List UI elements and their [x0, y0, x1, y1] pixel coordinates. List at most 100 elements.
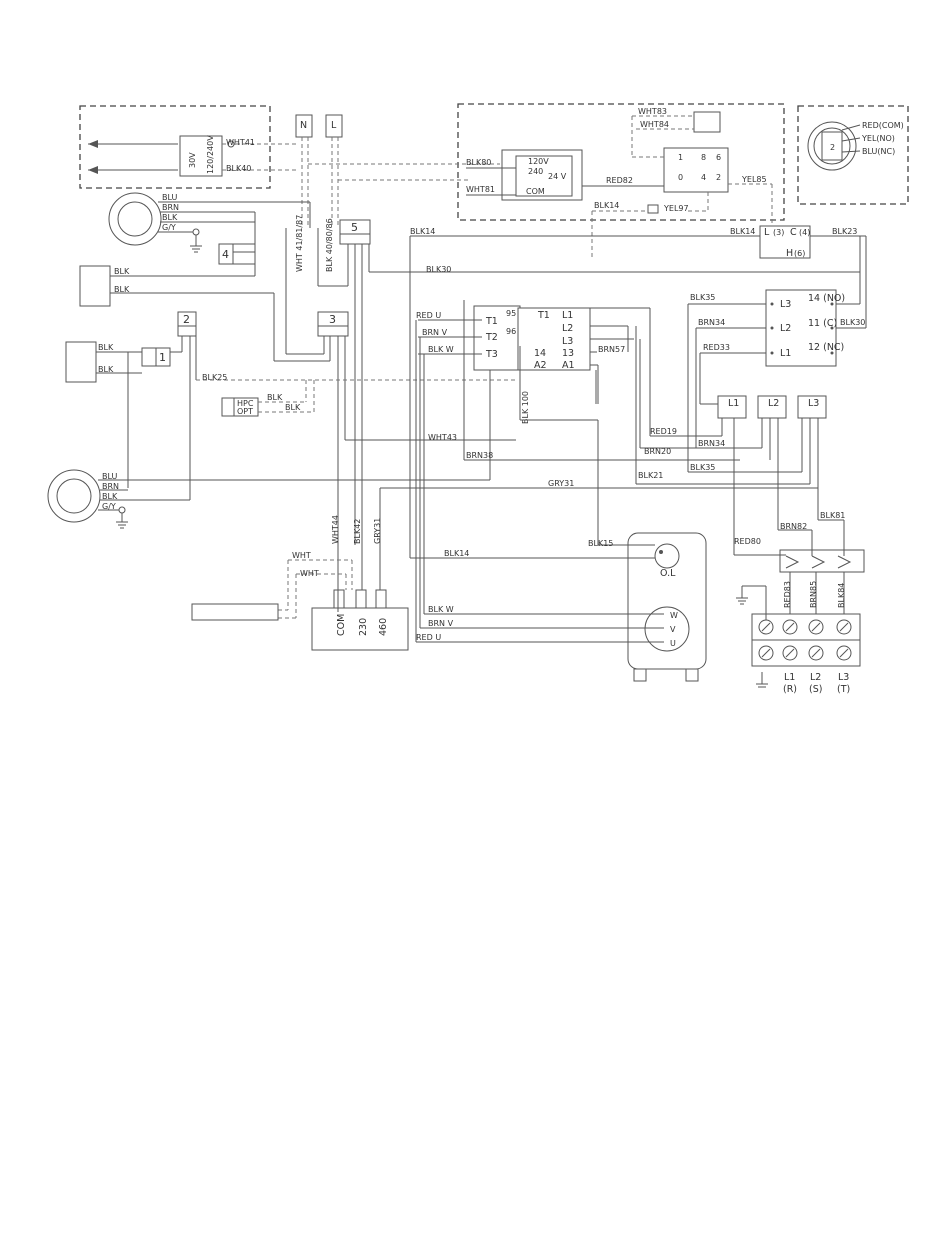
relay-board: 1 8 6 0 4 2 WHT83 WHT84 RED82 YEL85 BLK1… [582, 107, 773, 260]
terminal-l3: L3 [838, 672, 849, 683]
small-relay-c: C [790, 227, 797, 238]
label-120v: 120V [528, 157, 549, 166]
wire-label: BLK [267, 393, 283, 402]
wire-label: G/Y [102, 502, 116, 511]
power-terminals: N L WHT 41/81/87 BLK 40/80/86 [295, 114, 500, 272]
opt-label: OPT [237, 407, 253, 416]
plug-2: 2 BLK25 [127, 311, 518, 500]
wire-label: WHT [300, 569, 319, 578]
wire-label: BLK25 [202, 373, 227, 382]
plug-3-label: 3 [329, 313, 336, 326]
wire-label: BLK [285, 403, 301, 412]
wire-label: BRN V [422, 328, 448, 337]
wire-label: BLK 40/80/86 [325, 218, 334, 272]
contactor-a1: A1 [562, 360, 575, 371]
overload-label: O.L [660, 568, 676, 579]
wire-label: BRN V [428, 619, 454, 628]
contactor-t3-in: T3 [485, 349, 498, 360]
contactor-96: 96 [506, 327, 516, 336]
wire-label: BLK23 [832, 227, 857, 236]
wire-label: BLK [98, 365, 114, 374]
wire-label: YEL(NO) [861, 134, 895, 143]
fuse-l1: L1 [728, 398, 739, 409]
plug-4-label: 4 [222, 248, 229, 261]
terminal-l: L [331, 120, 337, 131]
wire-label: RED U [416, 633, 441, 642]
label-24v: 24 V [548, 172, 567, 181]
main-terminal-block: L1 (R) L2 (S) L3 (T) [736, 585, 861, 695]
small-relay-h: H [786, 248, 793, 259]
small-relay-l: L [764, 227, 770, 238]
secondary-label: 30V [188, 152, 197, 168]
wire-label: RED83 [783, 581, 792, 608]
wire-label: BLK 100 [521, 391, 530, 424]
pressure-switch-enclosure [797, 105, 909, 205]
wire-label: RED19 [650, 427, 677, 436]
wire-label: BLK81 [820, 511, 845, 520]
wire-label: BLK [162, 213, 178, 222]
relay-nc: 12 (NC) [808, 342, 844, 353]
relay-l1: L1 [780, 348, 791, 359]
wire-label: BLU(NC) [862, 147, 895, 156]
wire-label: RED(COM) [862, 121, 904, 130]
wire-label: BLK [114, 267, 130, 276]
wire-label: WHT44 [331, 515, 340, 544]
terminal-s: (S) [809, 684, 822, 695]
wire-label: BRN85 [809, 581, 818, 608]
control-transformer: 120V 240 24 V COM BLK80 WHT81 [466, 149, 583, 201]
contactor-l2: L2 [562, 323, 573, 334]
wire-label: WHT84 [640, 120, 669, 129]
wire-label: BLU [162, 193, 178, 202]
contactor-l1: L1 [562, 310, 573, 321]
pin-4: 4 [701, 173, 706, 182]
primary-label: 120/240V [206, 135, 215, 174]
fan-motor-top: BLU BRN BLK G/Y [108, 192, 311, 253]
label-240: 240 [528, 167, 543, 176]
compressor: O.L W V U BLK15 BLK14 BLK W BRN V RED U [410, 320, 707, 682]
wire-label: RED80 [734, 537, 761, 546]
wire-label: BRN57 [598, 345, 625, 354]
plug-1-label: 1 [159, 351, 166, 364]
wire-label: WHT [292, 551, 311, 560]
wire-label: GRY31 [548, 479, 574, 488]
fuse-l2: L2 [768, 398, 779, 409]
terminal-l2: L2 [810, 672, 821, 683]
terminal-l1: L1 [784, 672, 795, 683]
tap-com: COM [336, 614, 347, 636]
wire-label: WHT 41/81/87 [295, 215, 304, 272]
pin-1: 1 [678, 153, 683, 162]
plug-3: 3 WHT43 [285, 228, 516, 612]
wire-label: BLK [102, 492, 118, 501]
pin-2: 2 [716, 173, 721, 182]
wire-label: BRN20 [644, 447, 671, 456]
wire-label: BLK [98, 343, 114, 352]
wire-label: BRN82 [780, 522, 807, 531]
tap-230: 230 [358, 618, 369, 636]
contactor-t1: T1 [537, 310, 550, 321]
wire-label: BRN38 [466, 451, 493, 460]
fuse-l3: L3 [808, 398, 819, 409]
wire-label: BLK14 [594, 201, 619, 210]
wire-label: BRN34 [698, 439, 725, 448]
motor-w: W [670, 611, 678, 620]
wire-label: BLU [102, 472, 118, 481]
wire-label: BLK14 [730, 227, 755, 236]
wire-label: BLK [114, 285, 130, 294]
pressure-switch: 2 RED(COM) YEL(NO) BLU(NC) [807, 121, 904, 171]
plug-4: 4 [110, 243, 256, 277]
plug-2-label: 2 [183, 313, 190, 326]
arrow-left-icon [88, 166, 98, 174]
wire-label: BLK W [428, 345, 454, 354]
terminal-t: (T) [837, 684, 850, 695]
plug-5-label: 5 [351, 221, 358, 234]
wire-label: GRY31 [373, 518, 382, 544]
contactor-l3: L3 [562, 336, 573, 347]
wire-label: WHT43 [428, 433, 457, 442]
terminal-n: N [300, 120, 307, 131]
wire-label: YEL85 [741, 175, 767, 184]
motor-v: V [670, 625, 676, 634]
contactor-95: 95 [506, 309, 516, 318]
wire-label: WHT83 [638, 107, 667, 116]
